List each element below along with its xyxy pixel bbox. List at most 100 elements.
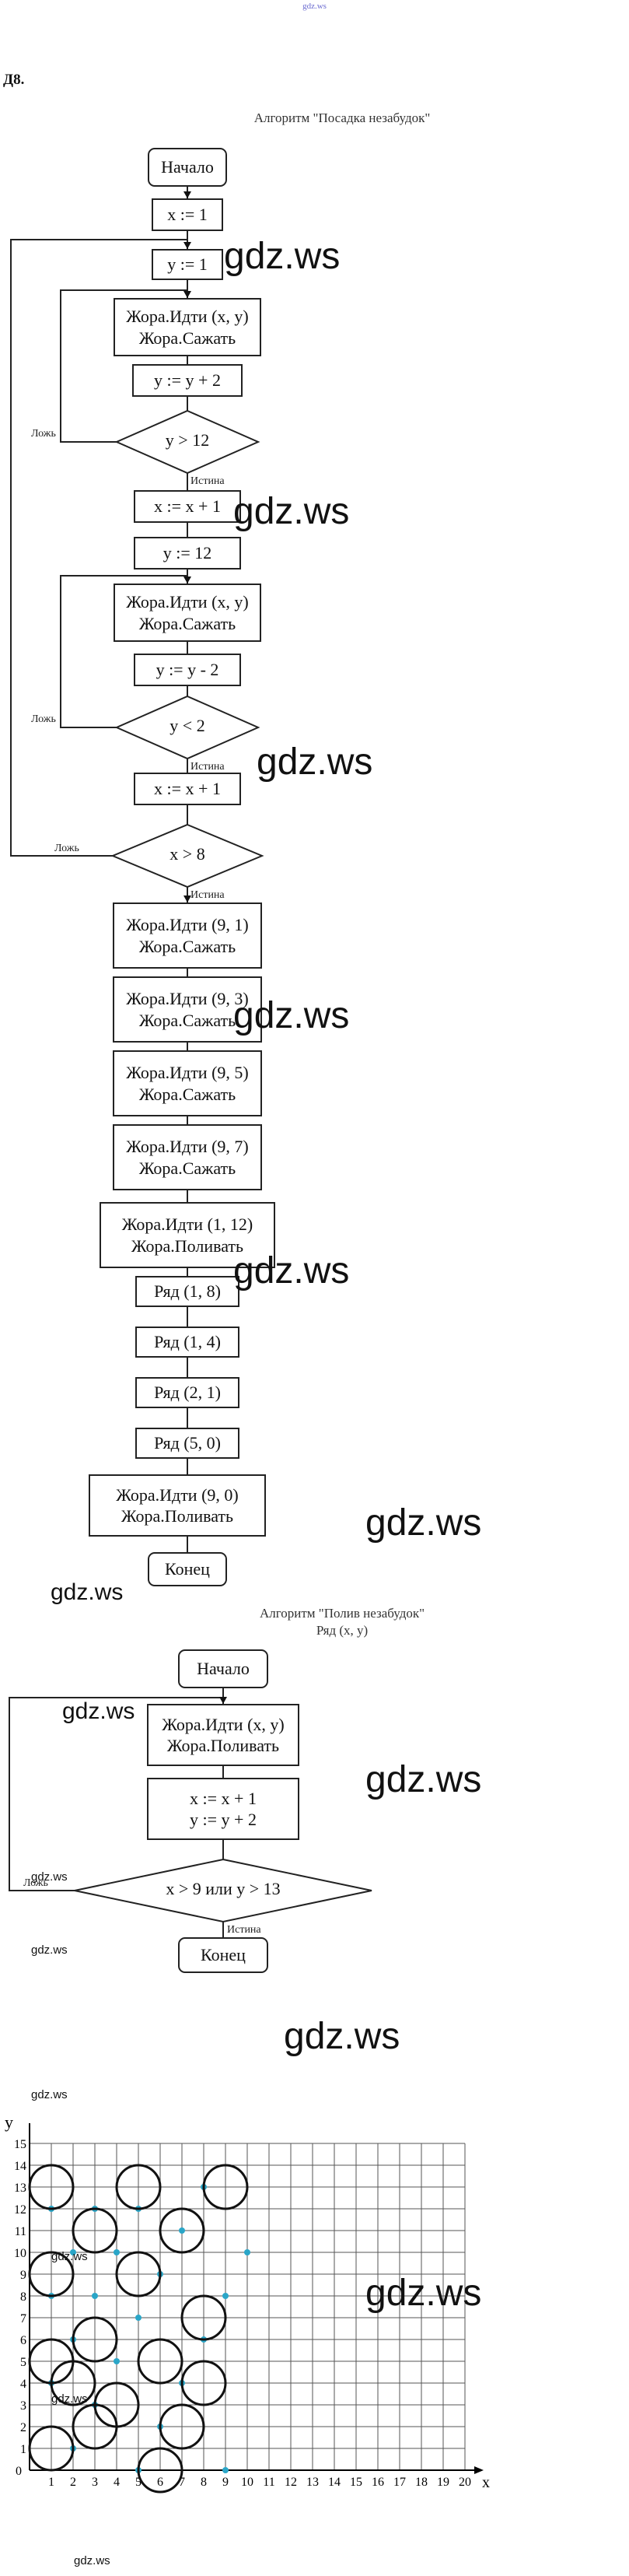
y-decrement-label: y := y - 2	[156, 660, 219, 680]
water-point	[92, 2293, 98, 2299]
start-label: Начало	[161, 157, 214, 177]
flower-circles	[28, 2164, 249, 2494]
flower-circle	[28, 2164, 75, 2210]
flower-circle	[50, 2360, 96, 2406]
water-point	[179, 2227, 185, 2234]
y-tick-label: 14	[14, 2160, 26, 2173]
alg2-go-label: Жора.Идти (x, y)	[162, 1714, 285, 1734]
x-init-box: x := 1	[152, 198, 223, 231]
plant-label: Жора.Сажать	[138, 936, 236, 956]
watermark: gdz.ws	[51, 2250, 88, 2263]
algorithm1-connectors	[10, 187, 264, 1552]
watermark: gdz.ws	[233, 995, 350, 1036]
loop2-action-box: Жора.Идти (x, y) Жора.Сажать	[114, 584, 261, 642]
loop1-plant-label: Жора.Сажать	[138, 328, 236, 348]
water-point	[244, 2249, 250, 2255]
x-tick-label: 2	[70, 2476, 76, 2489]
flower-circle	[28, 2251, 75, 2297]
go-9-5-box: Жора.Идти (9, 5) Жора.Сажать	[113, 1050, 262, 1116]
y-tick-label: 4	[20, 2378, 26, 2391]
go-9-5-label: Жора.Идти (9, 5)	[126, 1063, 249, 1082]
algorithm1-title: Алгоритм "Посадка незабудок"	[253, 110, 431, 125]
watermark: gdz.ws	[51, 1579, 124, 1605]
x-axis-arrow	[474, 2466, 484, 2474]
loop1-action-box: Жора.Идти (x, y) Жора.Сажать	[114, 298, 261, 356]
watermark: gdz.ws	[31, 1870, 68, 1884]
cond2-true-label: Истина	[190, 761, 225, 773]
x-tick-label: 9	[222, 2476, 229, 2489]
algorithm2-connectors	[9, 1688, 372, 1937]
flower-circle	[180, 2360, 227, 2406]
flower-circle	[137, 2447, 183, 2494]
flower-circle	[180, 2294, 227, 2341]
x-tick-label: 11	[263, 2476, 274, 2489]
watermark: gdz.ws	[31, 1943, 68, 1957]
condition-y-greater-12	[114, 409, 260, 475]
alg2-x-inc-label: x := x + 1	[190, 1788, 257, 1808]
cond1-false-label: Ложь	[31, 428, 56, 440]
x-tick-label: 8	[201, 2476, 207, 2489]
x-tick-label: 1	[48, 2476, 54, 2489]
cond3-true-label: Истина	[190, 889, 225, 901]
flower-circle	[159, 2403, 205, 2450]
water-point	[222, 2293, 229, 2299]
watermark: gdz.ws	[62, 1698, 135, 1724]
y-increment-box: y := y + 2	[132, 364, 243, 397]
task-number: Д8.	[3, 72, 25, 88]
x-tick-label: 10	[241, 2476, 253, 2489]
go-9-3-box: Жора.Идти (9, 3) Жора.Сажать	[113, 976, 262, 1043]
end-terminal: Конец	[148, 1552, 227, 1586]
x-tick-label: 19	[437, 2476, 449, 2489]
loop2-plant-label: Жора.Сажать	[138, 613, 236, 633]
x-tick-label: 4	[114, 2476, 120, 2489]
flower-circle	[28, 2425, 75, 2472]
water-point	[114, 2249, 120, 2255]
y-tick-label: 8	[20, 2290, 26, 2304]
go-9-7-label: Жора.Идти (9, 7)	[126, 1137, 249, 1156]
x-increment-label-1: x := x + 1	[154, 496, 221, 517]
watermark: gdz.ws	[51, 2392, 88, 2406]
go-1-12-box: Жора.Идти (1, 12) Жора.Поливать	[100, 1202, 275, 1268]
flower-circle	[72, 2207, 118, 2254]
go-9-0-label: Жора.Идти (9, 0)	[116, 1484, 239, 1505]
flower-circle	[115, 2251, 162, 2297]
algorithm2-title: Алгоритм "Полив незабудок"	[259, 1606, 425, 1621]
plant-label: Жора.Сажать	[138, 1010, 236, 1030]
site-link[interactable]: gdz.ws	[302, 2, 327, 11]
x-tick-label: 5	[135, 2476, 142, 2489]
x-increment-label-2: x := x + 1	[154, 779, 221, 799]
go-9-7-box: Жора.Идти (9, 7) Жора.Сажать	[113, 1124, 262, 1190]
alg2-y-inc-label: y := y + 2	[190, 1810, 257, 1829]
watermark: gdz.ws	[31, 2088, 68, 2101]
x-tick-label: 12	[285, 2476, 297, 2489]
watermark: gdz.ws	[365, 1502, 482, 1544]
alg2-true-label: Истина	[227, 1924, 261, 1936]
condition-x-greater-8	[110, 823, 264, 888]
y-tick-label: 12	[14, 2203, 26, 2217]
y-axis-label: y	[5, 2112, 13, 2132]
cond3-false-label: Ложь	[54, 843, 79, 854]
alg2-start-terminal: Начало	[178, 1649, 268, 1688]
watermark: gdz.ws	[74, 2554, 110, 2567]
y-set-label: y := 12	[162, 543, 212, 563]
row-5-0-box: Ряд (5, 0)	[135, 1428, 239, 1459]
y-increment-label: y := y + 2	[154, 370, 221, 391]
start-terminal: Начало	[148, 148, 227, 187]
y-tick-label: 11	[15, 2225, 26, 2238]
alg2-end-label: Конец	[201, 1945, 246, 1965]
watermark: gdz.ws	[233, 491, 350, 532]
water-label: Жора.Поливать	[121, 1506, 234, 1526]
flower-circle	[159, 2207, 205, 2254]
row-1-8-label: Ряд (1, 8)	[154, 1281, 221, 1302]
row-2-1-box: Ряд (2, 1)	[135, 1377, 239, 1408]
go-9-1-label: Жора.Идти (9, 1)	[126, 915, 249, 934]
alg2-false-label: Ложь	[23, 1877, 48, 1889]
y-decrement-box: y := y - 2	[134, 654, 241, 686]
flower-circle	[115, 2164, 162, 2210]
y-tick-label: 7	[20, 2312, 26, 2325]
algorithm2-subtitle: Ряд (x, y)	[316, 1623, 369, 1638]
water-label: Жора.Поливать	[131, 1235, 244, 1256]
x-tick-label: 13	[306, 2476, 319, 2489]
water-points	[48, 2184, 250, 2473]
